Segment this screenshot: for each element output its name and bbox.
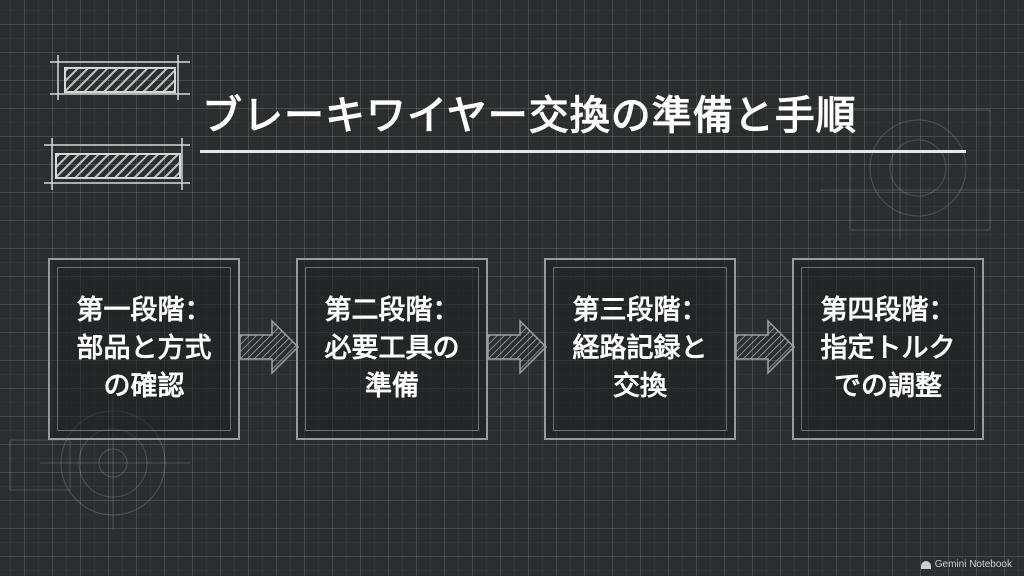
arrow-right-icon [239, 319, 300, 375]
brand-watermark: Gemini Notebook [920, 559, 1012, 570]
step-1-line-2: 部品と方式 [76, 333, 212, 364]
hatched-bar-icon [55, 153, 181, 179]
step-4-line-2: 指定トルク [820, 333, 956, 364]
step-3-line-1: 第三段階： [572, 295, 708, 326]
step-2-line-3: 準備 [365, 371, 419, 402]
step-box-1: 第一段階： 部品と方式 の確認 [48, 258, 240, 440]
brand-label: Gemini Notebook [934, 559, 1012, 570]
notebook-logo-icon [920, 560, 931, 569]
hatched-bar-icon [64, 67, 176, 93]
arrow-right-icon [487, 319, 548, 375]
step-1-line-3: の確認 [103, 371, 185, 402]
step-1-line-1: 第一段階： [76, 295, 212, 326]
step-3-line-3: 交換 [613, 371, 667, 402]
step-box-3: 第三段階： 経路記録と 交換 [544, 258, 736, 440]
step-2-line-2: 必要工具の [324, 333, 460, 364]
page-title: ブレーキワイヤー交換の準備と手順 [202, 93, 857, 139]
step-3-line-2: 経路記録と [572, 333, 708, 364]
step-2-line-1: 第二段階： [324, 295, 460, 326]
step-4-line-3: での調整 [834, 371, 942, 402]
step-box-4: 第四段階： 指定トルク での調整 [792, 258, 984, 440]
step-box-2: 第二段階： 必要工具の 準備 [296, 258, 488, 440]
step-4-line-1: 第四段階： [820, 295, 956, 326]
arrow-right-icon [735, 319, 796, 375]
title-underline [200, 150, 966, 153]
